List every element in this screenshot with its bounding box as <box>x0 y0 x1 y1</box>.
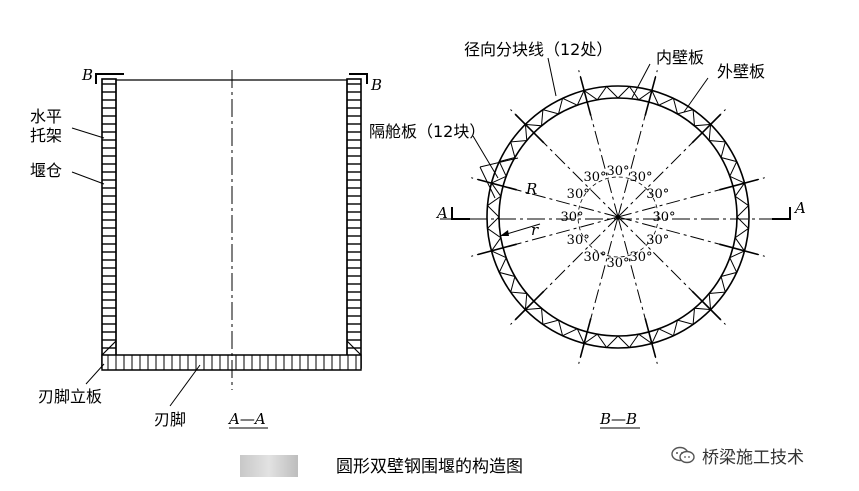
plan-section: 30°30°30°30°30°30°30°30°30°30°30°30° A A… <box>369 40 806 429</box>
section-title-a-a: A—A <box>227 410 266 428</box>
blurred-figure-number <box>240 455 298 477</box>
figure-caption: 圆形双壁钢围堰的构造图 <box>336 457 523 477</box>
angle-label-12: 30° <box>646 187 669 202</box>
watermark-text: 桥梁施工技术 <box>702 447 804 468</box>
left-double-wall <box>101 78 117 369</box>
wall-truss <box>486 85 750 349</box>
angle-label-10: 30° <box>606 164 629 179</box>
radial-divider-lines <box>471 70 765 364</box>
section-title-b-b: B—B <box>599 410 637 428</box>
section-marker-a-left: A <box>435 204 448 222</box>
label-radius-r: r <box>531 221 539 239</box>
bulkhead-plate-2 <box>691 290 722 321</box>
label-radius-R: R <box>525 180 537 198</box>
outer-wall-circle <box>486 85 750 349</box>
angle-label-7: 30° <box>560 210 583 225</box>
angle-labels: 30°30°30°30°30°30°30°30°30°30°30°30° <box>560 164 675 271</box>
right-double-wall <box>346 78 362 369</box>
label-blade-plate: 刃脚立板 <box>38 387 102 406</box>
section-marker-b-right: B <box>370 76 382 94</box>
angle-label-11: 30° <box>629 170 652 185</box>
angle-label-5: 30° <box>583 250 606 265</box>
angle-label-1: 30° <box>652 210 675 225</box>
bulkhead-plate-8 <box>514 113 545 144</box>
bulkhead-plate-12 <box>719 178 759 191</box>
angle-reference-circle <box>577 176 659 258</box>
wechat-icon <box>671 446 695 464</box>
watermark: 桥梁施工技术 <box>670 443 804 468</box>
label-outer-wall: 外壁板 <box>717 62 765 81</box>
label-bulkhead-plates: 隔舱板（12块） <box>369 122 485 141</box>
bulkhead-plate-9 <box>579 76 592 116</box>
angle-label-8: 30° <box>567 187 590 202</box>
bulkhead-plate-6 <box>477 243 517 256</box>
label-cofferdam-bin: 堰仓 <box>30 161 62 180</box>
bulkhead-plate-3 <box>644 318 657 358</box>
bulkhead-plate-11 <box>691 113 722 144</box>
label-blade: 刃脚 <box>154 410 186 429</box>
elevation-section: B B 水平 托架 堰仓 刃脚立板 刃脚 A—A <box>30 66 382 429</box>
label-inner-wall: 内壁板 <box>656 48 704 67</box>
bulkhead-plate-7 <box>477 178 517 191</box>
label-horizontal-bracket-2: 托架 <box>30 126 62 145</box>
angle-label-2: 30° <box>646 233 669 248</box>
label-radial-block-lines: 径向分块线（12处） <box>464 40 612 59</box>
bulkhead-plate-4 <box>579 318 592 358</box>
angle-label-3: 30° <box>629 250 652 265</box>
section-marker-b-left: B <box>81 66 93 84</box>
bulkhead-plate-1 <box>719 243 759 256</box>
angle-label-4: 30° <box>606 256 629 271</box>
bulkhead-plate-10 <box>644 76 657 116</box>
angle-label-9: 30° <box>583 170 606 185</box>
bulkhead-plate-5 <box>514 290 545 321</box>
section-marker-a-right: A <box>793 199 806 217</box>
angle-label-6: 30° <box>567 233 590 248</box>
truss-zigzag <box>486 85 750 349</box>
label-horizontal-bracket-1: 水平 <box>30 107 62 126</box>
